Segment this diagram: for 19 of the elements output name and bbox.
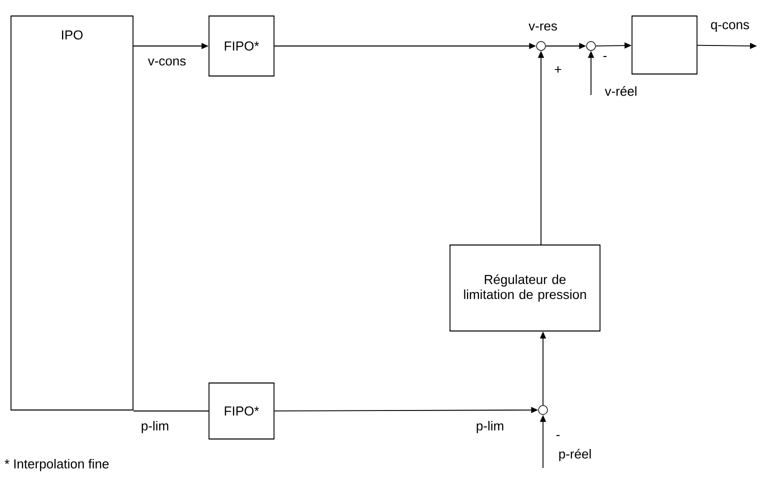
signal-label: v-res [528,23,557,31]
signal-label: v-réel [604,86,636,96]
signal-label: p-lim [476,420,504,434]
summing-junction [586,41,596,51]
block-box: FIPO* [208,382,274,440]
sign-label: - [603,56,607,58]
block-box: IPO [10,16,134,410]
signal-label: p-lim [142,420,168,434]
signal-label: q-cons [711,22,750,32]
block-box [632,16,698,74]
sign-label: - [556,435,560,436]
footnote: * Interpolation fine [4,458,109,472]
summing-junction [538,405,548,415]
block-box: FIPO* [208,16,274,76]
summing-junction [536,41,546,51]
signal-label: p-réel [559,448,591,462]
sign-label: + [554,66,562,73]
signal-label: v-cons [148,58,186,66]
block-box: Régulateur de limitation de pression [450,244,600,332]
